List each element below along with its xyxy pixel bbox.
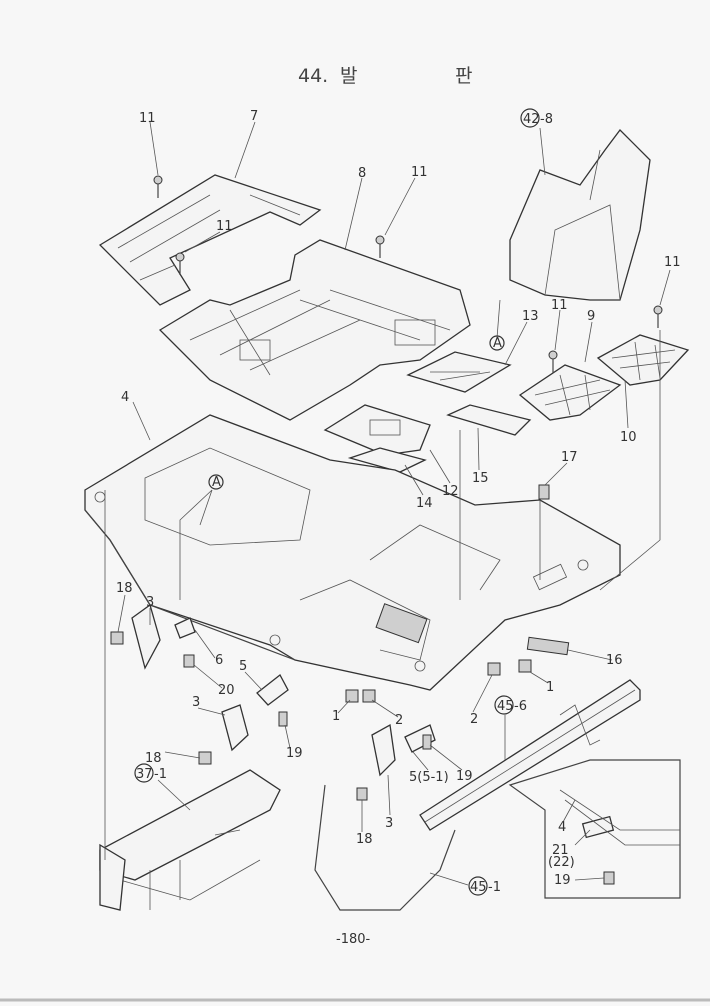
- floor-plate-part-4: [84, 414, 621, 691]
- ref-circle-a1: [489, 335, 505, 351]
- callout: -1: [154, 767, 167, 782]
- callout: 11: [411, 165, 428, 180]
- floor-mat-main-part-8: [158, 239, 471, 421]
- callout: A: [212, 475, 221, 490]
- callout: 11: [216, 219, 233, 234]
- callout: 13: [522, 309, 539, 324]
- ref-circle-45-1: [468, 876, 488, 896]
- callout: 18: [145, 751, 162, 766]
- callout: 2: [470, 712, 478, 727]
- leader-lines: [104, 121, 671, 886]
- callout: 19: [456, 769, 473, 784]
- callout: 4: [558, 820, 566, 835]
- callout: 3: [192, 695, 200, 710]
- callout: 4: [121, 390, 129, 405]
- callout: 10: [620, 430, 637, 445]
- callout: 45: [470, 880, 487, 895]
- callout: 18: [116, 581, 133, 596]
- callout: 19: [286, 746, 303, 761]
- callout: 5: [239, 659, 247, 674]
- ref-circle-a2: [208, 474, 224, 490]
- callout: 11: [551, 298, 568, 313]
- ref-circle-45-6: [494, 695, 514, 715]
- bracket-part-21: [581, 815, 615, 839]
- callout-labels: 11 7 8 11 11 42 -8 11 13 9 11 A 4 10 12 …: [116, 109, 681, 895]
- bracket-part-6: [174, 617, 196, 639]
- frame-part-37-1: [99, 769, 281, 911]
- callout: 20: [218, 683, 235, 698]
- callout: 11: [664, 255, 681, 270]
- rubber-part-16: [526, 636, 570, 656]
- callout: 19: [554, 873, 571, 888]
- callout: (22): [548, 855, 575, 870]
- callout: 9: [587, 309, 595, 324]
- mat-part-10: [596, 334, 690, 386]
- callout: 37: [136, 767, 153, 782]
- callout: 42: [523, 112, 540, 127]
- page-number: -180-: [336, 932, 371, 947]
- frame-part-45-6: [419, 679, 641, 831]
- detail-inset: [508, 759, 681, 899]
- ref-circle-37-1: [134, 763, 154, 783]
- callout: 3: [146, 595, 154, 610]
- diagram-title-2: 판: [455, 65, 472, 87]
- floor-mat-front-part-7: [98, 174, 322, 306]
- callout: 16: [606, 653, 623, 668]
- callout: 18: [356, 832, 373, 847]
- callout: 21: [552, 843, 569, 858]
- cover-part-42-8: [509, 129, 651, 301]
- bracket-part-3a: [131, 603, 161, 670]
- callout: 1: [546, 680, 554, 695]
- callout: 17: [561, 450, 578, 465]
- diagram-number: 44.: [298, 65, 328, 87]
- plate-part-14: [347, 447, 427, 473]
- callout: 8: [358, 166, 366, 181]
- fasteners: [110, 175, 663, 885]
- mat-part-9: [518, 364, 622, 421]
- mat-part-13: [406, 351, 512, 393]
- plate-part-12: [323, 404, 431, 456]
- clamp-part-5-1: [404, 724, 436, 753]
- callout: 5(5-1): [409, 770, 449, 785]
- callout: 15: [472, 471, 489, 486]
- callout: 11: [139, 111, 156, 126]
- bracket-part-3b: [221, 704, 249, 752]
- clamp-part-5: [256, 674, 289, 706]
- callout: 6: [215, 653, 223, 668]
- frame-part-45-1: [314, 784, 456, 911]
- callout: 1: [332, 709, 340, 724]
- callout: 45: [497, 699, 514, 714]
- callout: 7: [250, 109, 258, 124]
- callout: 2: [395, 713, 403, 728]
- ref-circle-42: [520, 108, 540, 128]
- plate-part-15: [446, 404, 532, 436]
- callout: -1: [488, 880, 501, 895]
- callout: A: [493, 336, 502, 351]
- callout: 14: [416, 496, 433, 511]
- callout: 3: [385, 816, 393, 831]
- callout: -8: [540, 112, 553, 127]
- callout: -6: [514, 699, 527, 714]
- bracket-part-3c: [371, 723, 396, 777]
- callout: 12: [442, 484, 459, 499]
- diagram-title-1: 발: [340, 65, 357, 87]
